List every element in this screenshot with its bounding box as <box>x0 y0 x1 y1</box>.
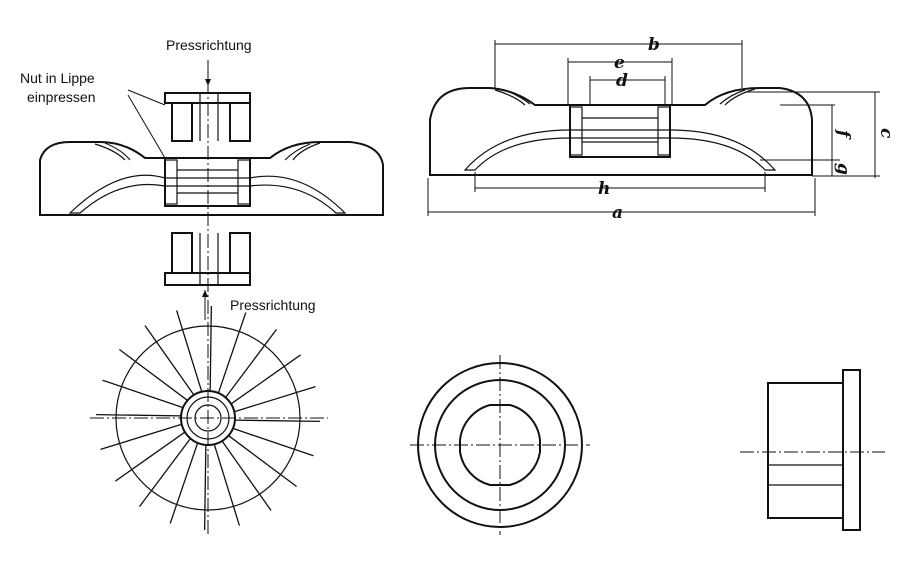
dim-f: f <box>833 129 853 140</box>
fan-blade <box>102 379 184 409</box>
groove-label-line1: Nut in Lippe <box>20 70 95 86</box>
dim-d: d <box>616 71 628 91</box>
fan-blade <box>169 442 199 524</box>
fan-blade <box>230 354 301 405</box>
fan-blade <box>213 444 241 526</box>
fan-blade <box>115 431 186 482</box>
fan-blade <box>209 306 213 392</box>
dim-b: b <box>648 35 660 55</box>
fan-blade <box>203 444 207 530</box>
fan-blade <box>175 310 203 392</box>
dim-g: g <box>833 163 853 175</box>
bushing-front-view <box>410 355 590 535</box>
fan-blade <box>228 435 297 488</box>
fan-blade <box>221 440 272 511</box>
fan-blade <box>234 419 320 423</box>
press-assembly-view <box>39 60 384 535</box>
dimension-lines <box>427 40 880 216</box>
fan-blade <box>96 413 182 417</box>
dim-h: h <box>598 179 610 199</box>
fan-blade <box>232 427 314 457</box>
fan-blade <box>144 325 195 396</box>
impeller-section <box>39 141 384 216</box>
press-direction-label-top: Pressrichtung <box>166 37 252 53</box>
bushing-top <box>164 92 251 142</box>
fan-blade <box>217 312 247 394</box>
dimensioned-section: b e d h a f c g <box>427 35 896 223</box>
fan-blade <box>225 329 278 398</box>
bushing-bottom <box>164 232 251 286</box>
dim-c: c <box>876 128 896 139</box>
impeller-top-view <box>90 306 328 530</box>
fan-blade <box>138 438 191 507</box>
dim-e: e <box>614 53 625 73</box>
press-direction-label-bottom: Pressrichtung <box>230 297 316 313</box>
bushing-side-view <box>740 369 885 531</box>
groove-label-line2: einpressen <box>27 89 96 105</box>
dim-a: a <box>612 203 623 223</box>
fan-blade <box>234 385 316 413</box>
leader-lines <box>127 89 166 159</box>
fan-blade <box>100 423 182 451</box>
fan-blade <box>119 348 188 401</box>
